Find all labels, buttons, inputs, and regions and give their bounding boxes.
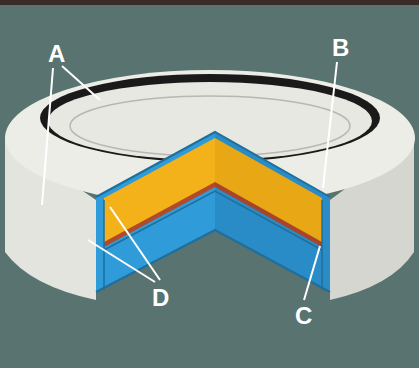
cup-wall	[321, 200, 323, 290]
leader-line	[42, 68, 53, 205]
cap-edge	[96, 132, 330, 197]
leader-line	[304, 246, 320, 300]
part-letter: B	[332, 36, 349, 60]
electrode	[104, 138, 215, 242]
leader-line	[323, 62, 337, 188]
part-letter: A	[48, 42, 65, 66]
leader-line	[88, 240, 155, 282]
cup-bottom	[96, 132, 215, 292]
part-letter: D	[152, 286, 169, 310]
electrode	[215, 138, 322, 242]
leader-line	[62, 66, 100, 100]
cup-line	[104, 191, 322, 250]
top-strip	[0, 0, 419, 5]
leader-line	[110, 207, 160, 280]
cup-wall	[103, 200, 105, 290]
part-letter: C	[295, 304, 312, 328]
